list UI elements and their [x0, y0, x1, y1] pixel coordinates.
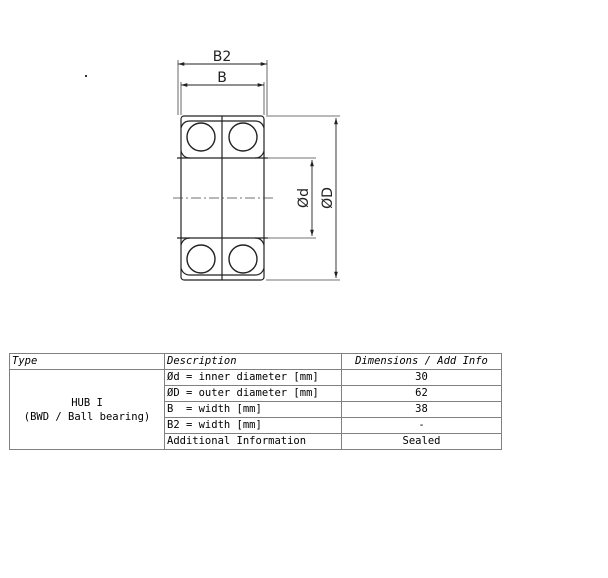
spec-table: Type Description Dimensions / Add Info H… [9, 353, 502, 450]
row-value: 38 [341, 401, 502, 418]
width-extension-lines [177, 60, 268, 115]
d-inner-label: Ød [296, 188, 312, 208]
b-label: B [217, 70, 227, 86]
header-description: Description [164, 353, 342, 370]
ball-elements [186, 122, 258, 274]
b2-label: B2 [213, 49, 232, 65]
row-value: Sealed [341, 433, 502, 450]
row-description: Additional Information [164, 433, 342, 450]
ball-upper-right [228, 122, 258, 152]
type-cell: HUB I (BWD / Ball bearing) [9, 369, 165, 450]
row-value: 30 [341, 369, 502, 386]
header-type: Type [9, 353, 165, 370]
header-dimensions: Dimensions / Add Info [341, 353, 502, 370]
type-detail: (BWD / Ball bearing) [23, 410, 151, 423]
table-row: B2 = width [mm] - [10, 417, 502, 434]
stray-dot [85, 75, 87, 77]
table-row: Additional Information Sealed [10, 433, 502, 450]
diameter-extension-lines [266, 115, 340, 281]
row-description: Ød = inner diameter [mm] [164, 369, 342, 386]
d-outer-label: ØD [320, 187, 336, 209]
ball-lower-left [186, 244, 216, 274]
row-value: 62 [341, 385, 502, 402]
ball-upper-left [186, 122, 216, 152]
row-description: ØD = outer diameter [mm] [164, 385, 342, 402]
table-row: ØD = outer diameter [mm] 62 [10, 385, 502, 402]
row-value: - [341, 417, 502, 434]
bearing-drawing: B2 B Ød ØD [173, 49, 340, 281]
ball-lower-right [228, 244, 258, 274]
type-name: HUB I [71, 396, 103, 409]
table-row: HUB I (BWD / Ball bearing) Ød = inner di… [9, 369, 502, 450]
table-header-row: Type Description Dimensions / Add Info [9, 353, 502, 370]
row-description: B2 = width [mm] [164, 417, 342, 434]
row-description: B = width [mm] [164, 401, 342, 418]
